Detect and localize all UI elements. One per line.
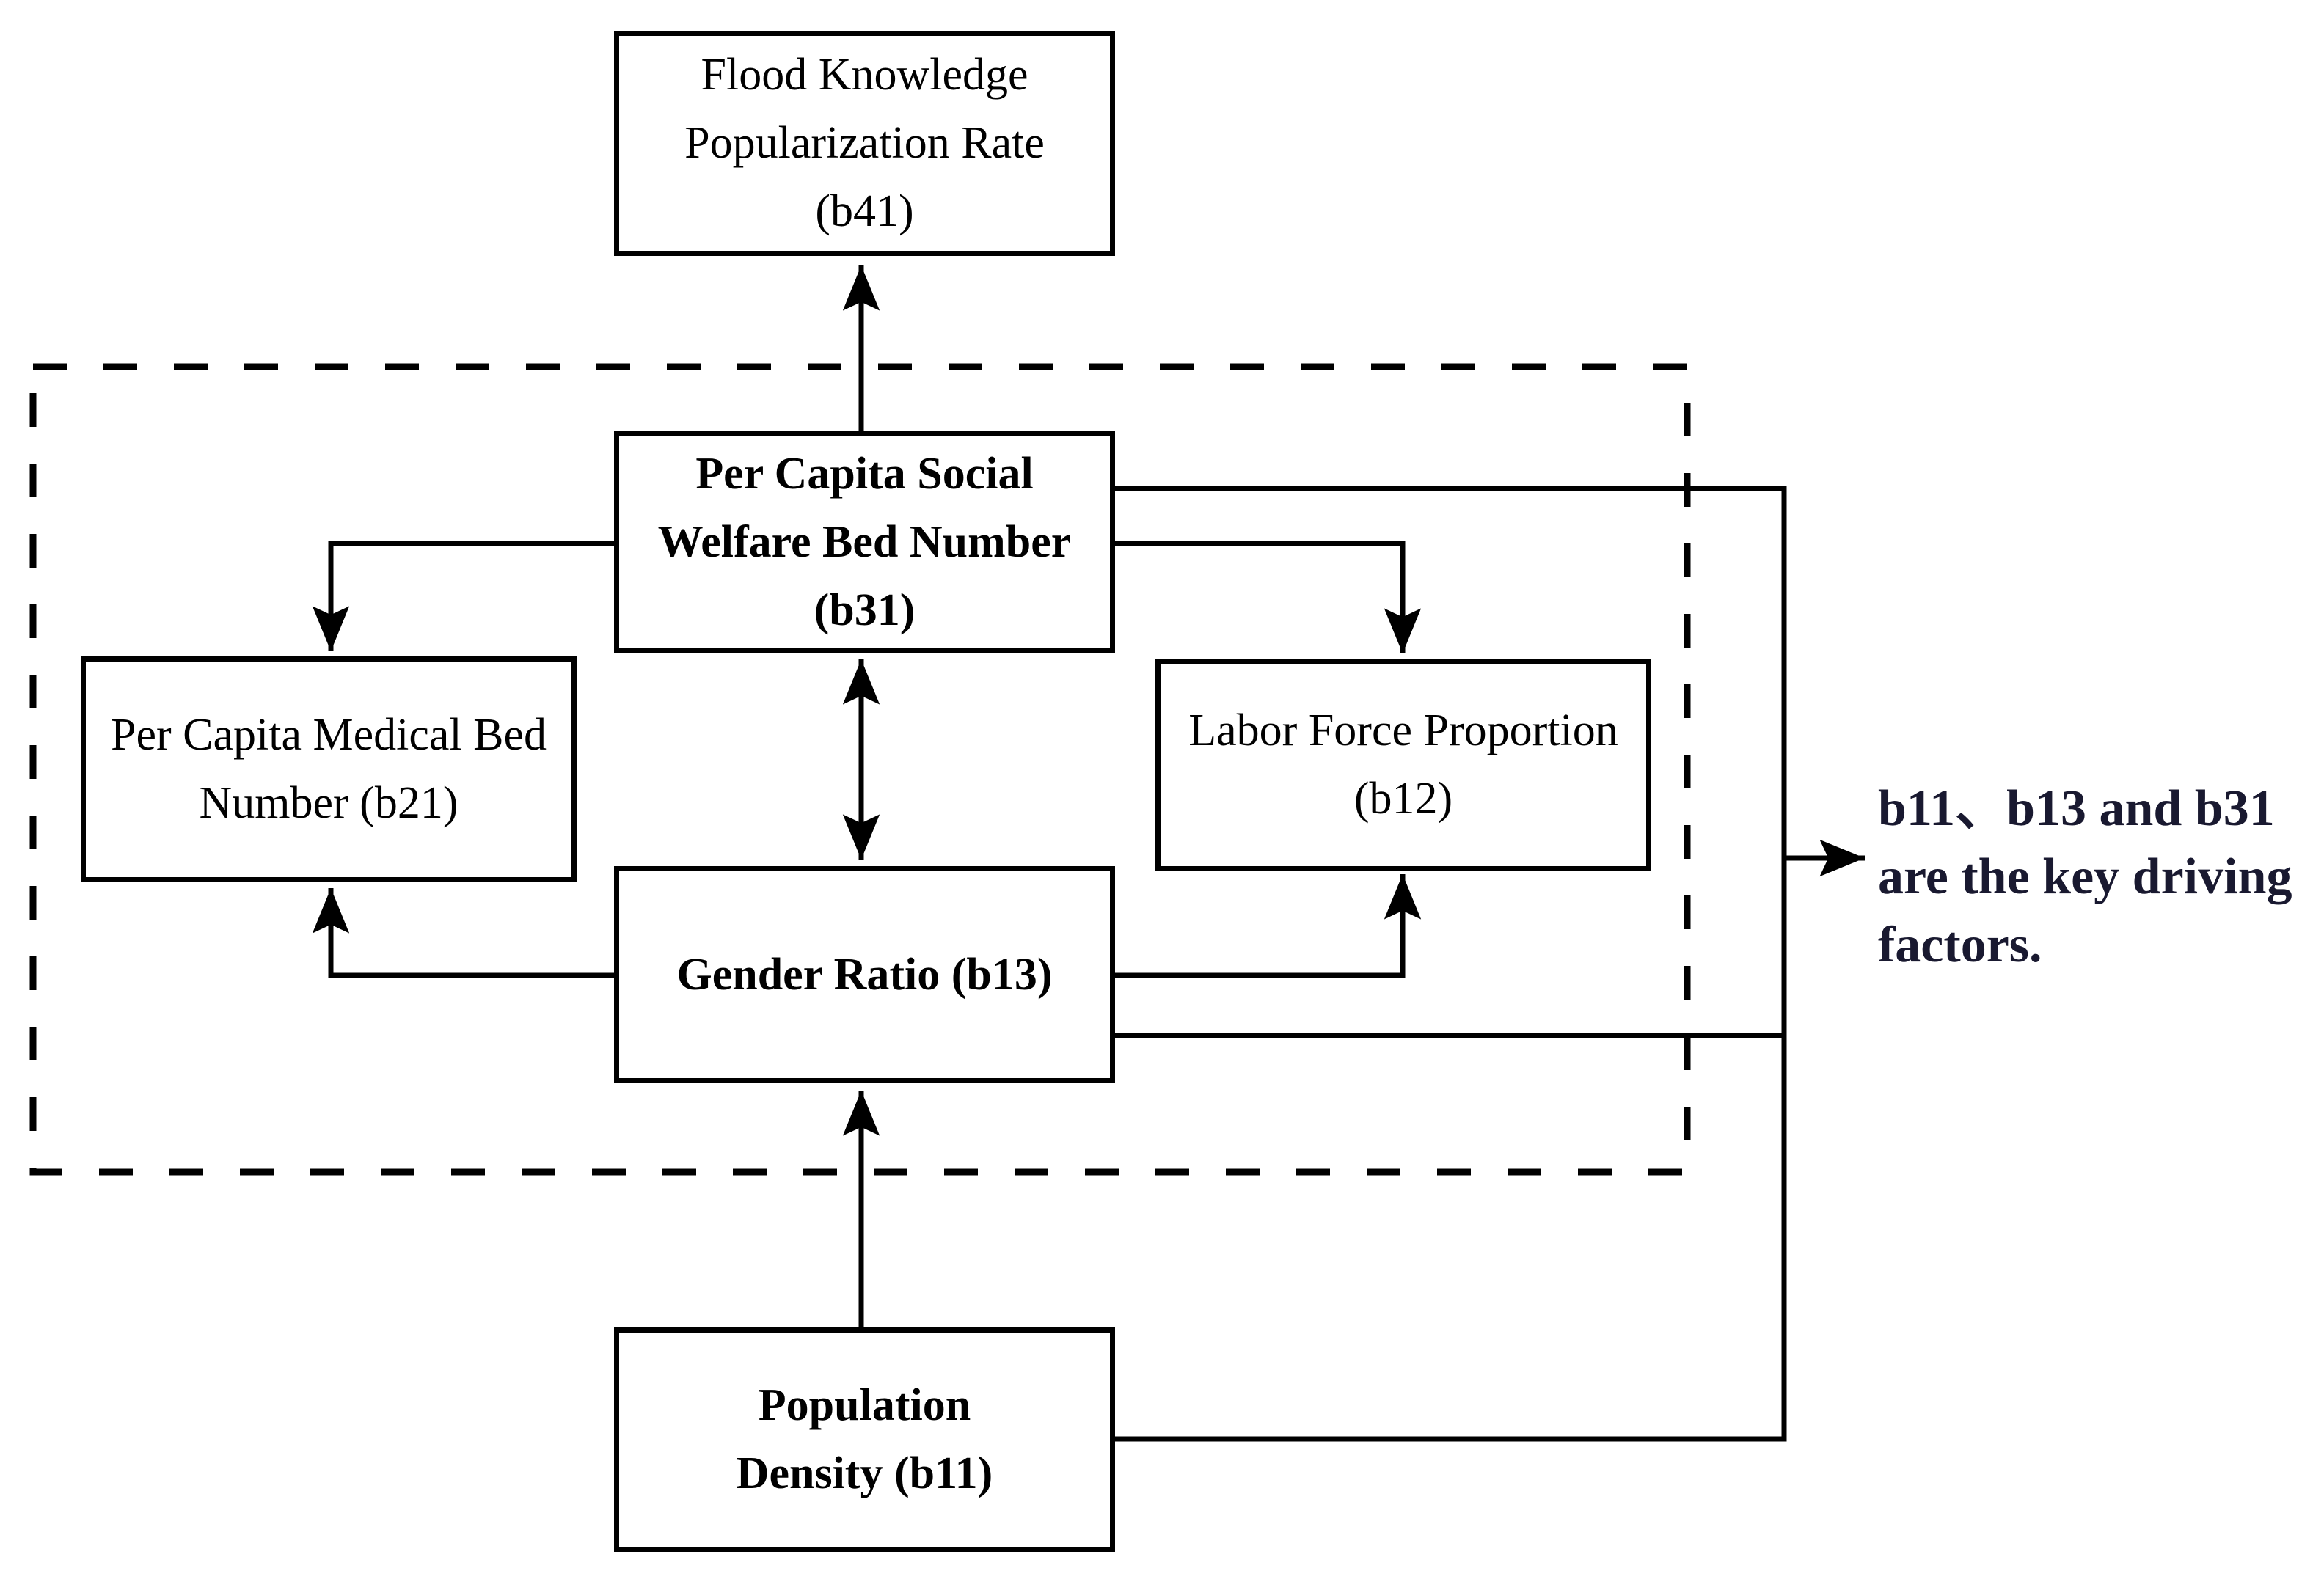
box-b11-label-line-2: Density (b11) xyxy=(736,1448,993,1498)
edge-b13-to-b12-arrow xyxy=(1112,874,1422,978)
box-b11-label-line-1: Population xyxy=(758,1380,971,1430)
note-line-3: factors. xyxy=(1878,917,2042,973)
box-b21-label-line-2: Number (b21) xyxy=(199,778,458,828)
edge-bus-b31-b11-right xyxy=(1112,486,1787,1442)
box-b31-per-capita-social-welfare-bed-number: Per Capita Social Welfare Bed Number (b3… xyxy=(614,431,1115,653)
box-b21-label-line-1: Per Capita Medical Bed xyxy=(111,710,547,760)
box-b41-label-line-1: Flood Knowledge xyxy=(701,50,1028,100)
box-b41-flood-knowledge-popularization-rate: Flood Knowledge Popularization Rate (b41… xyxy=(614,31,1115,256)
box-b13-gender-ratio: Gender Ratio (b13) xyxy=(614,866,1115,1083)
box-b12-label-line-1: Labor Force Proportion xyxy=(1188,706,1618,755)
edge-b31-to-b12-arrow xyxy=(1112,541,1422,653)
edge-b13-to-b21-arrow xyxy=(312,888,616,978)
note-line-1: b11、b13 and b31 xyxy=(1878,780,2275,837)
box-b31-label-line-2: Welfare Bed Number xyxy=(657,517,1072,567)
edge-b31-to-b21-arrow xyxy=(312,541,616,651)
key-driving-factors-note: b11、b13 and b31 are the key driving fact… xyxy=(1878,774,2324,979)
box-b12-labor-force-proportion: Labor Force Proportion (b12) xyxy=(1155,659,1651,871)
box-b41-label-line-3: (b41) xyxy=(815,186,914,236)
box-b31-label-line-3: (b31) xyxy=(814,585,916,635)
note-line-2: are the key driving xyxy=(1878,849,2292,905)
box-b21-per-capita-medical-bed-number: Per Capita Medical Bed Number (b21) xyxy=(81,656,577,882)
box-b13-label-line-1: Gender Ratio (b13) xyxy=(676,949,1053,1000)
box-b12-label-line-2: (b12) xyxy=(1353,774,1453,824)
dashed-boundary xyxy=(29,363,1691,1176)
box-b41-label-line-2: Popularization Rate xyxy=(684,118,1045,168)
box-b11-population-density: Population Density (b11) xyxy=(614,1327,1115,1552)
box-b31-label-line-1: Per Capita Social xyxy=(695,449,1034,499)
